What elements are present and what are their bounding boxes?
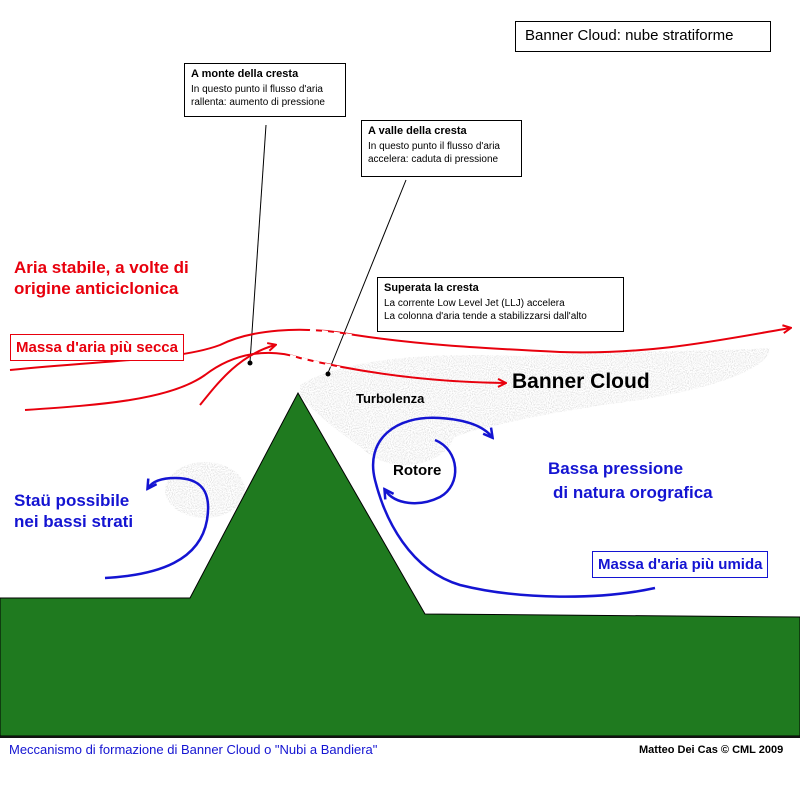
dry-air-mass-label: Massa d'aria più secca [16, 339, 178, 356]
footer-divider [0, 736, 800, 738]
rotor-label: Rotore [393, 462, 442, 479]
diagram-title: Banner Cloud: nube stratiforme [525, 27, 734, 44]
banner-cloud-mass [165, 348, 770, 518]
footer-caption: Meccanismo di formazione di Banner Cloud… [9, 742, 378, 757]
stable-air-label-line-2: origine anticiclonica [14, 279, 179, 298]
rotor-small-loop-arrow [385, 438, 457, 505]
dry-air-flow-lower-arrow [24, 351, 505, 411]
footer-credit: Matteo Dei Cas © CML 2009 [639, 744, 784, 756]
banner-cloud-label: Banner Cloud [512, 370, 650, 393]
callout-downstream-box: A valle della cresta In questo punto il … [361, 120, 522, 177]
dry-air-flow-lower-dash [289, 354, 341, 370]
stable-air-label-line-1: Aria stabile, a volte di [14, 258, 189, 277]
callout-downstream-line-2: accelera: caduta di pressione [368, 154, 499, 165]
stau-flow-arrow [104, 476, 210, 580]
callout-beyond-line-2: La colonna d'aria tende a stabilizzarsi … [384, 311, 587, 322]
dry-air-mass-tag: Massa d'aria più secca [10, 334, 184, 361]
callout-downstream-heading: A valle della cresta [368, 125, 467, 137]
callout-upstream-heading: A monte della cresta [191, 68, 299, 80]
callout-downstream-dot [325, 371, 331, 377]
turbulence-label: Turbolenza [356, 391, 425, 406]
callout-downstream-line-1: In questo punto il flusso d'aria [368, 141, 500, 152]
rotor-large-loop-arrow [371, 416, 656, 598]
diagram-title-box: Banner Cloud: nube stratiforme [515, 21, 771, 52]
low-pressure-label-line-2: di natura orografica [553, 483, 713, 502]
humid-air-mass-tag: Massa d'aria più umida [592, 551, 769, 578]
callout-beyond-heading: Superata la cresta [384, 282, 479, 294]
stau-label-line-1: Staü possibile [14, 491, 130, 510]
callout-upstream-dot [247, 360, 253, 366]
callout-downstream-leader [327, 179, 407, 374]
callout-upstream-box: A monte della cresta In questo punto il … [184, 63, 346, 117]
callout-upstream-line-2: rallenta: aumento di pressione [191, 97, 325, 108]
low-pressure-label-line-1: Bassa pressione [548, 459, 684, 478]
humid-air-mass-label: Massa d'aria più umida [598, 556, 763, 573]
callout-upstream-line-1: In questo punto il flusso d'aria [191, 84, 323, 95]
dry-air-flow-inner-arrow [199, 345, 275, 406]
stau-label-line-2: nei bassi strati [14, 512, 134, 531]
callout-upstream-leader [249, 124, 267, 363]
dry-air-flow-upper-dash [309, 328, 356, 338]
callout-beyond-box: Superata la cresta La corrente Low Level… [377, 277, 624, 332]
callout-beyond-line-1: La corrente Low Level Jet (LLJ) accelera [384, 298, 565, 309]
